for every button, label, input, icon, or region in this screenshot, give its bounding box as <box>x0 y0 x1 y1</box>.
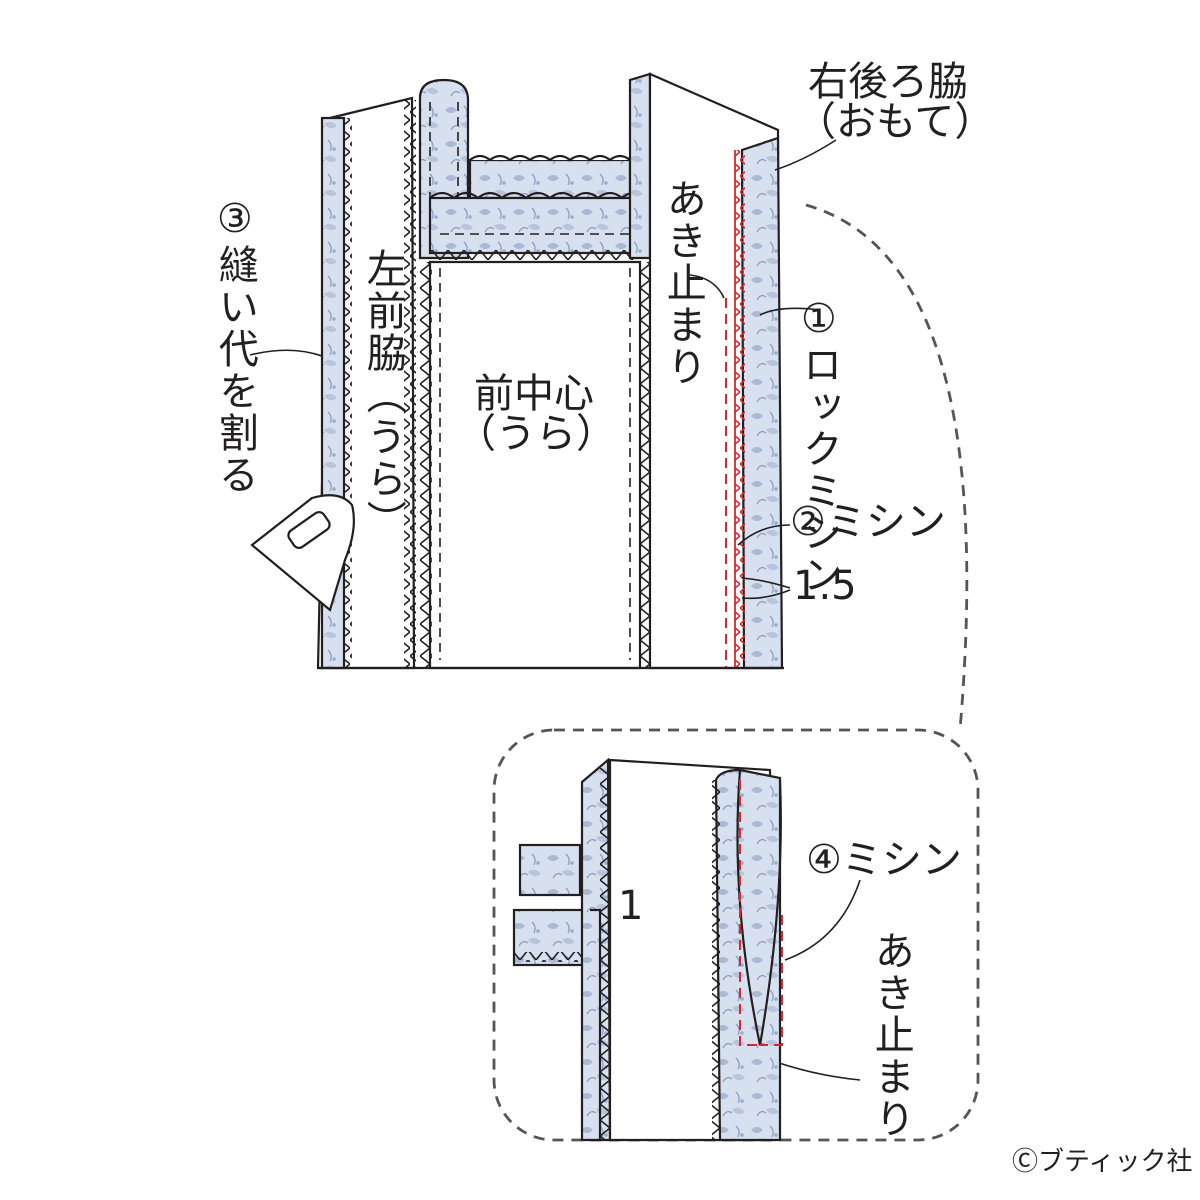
detail-garment <box>512 757 783 1142</box>
detail-inset-frame <box>492 728 980 1142</box>
center-front-panel <box>428 260 642 670</box>
right-back-side-label: 右後ろ脇 <box>808 59 968 105</box>
center-front-wrong-label: （うら） <box>456 411 616 457</box>
step4-label: ④ミシン <box>806 837 962 883</box>
callout-curve <box>805 203 969 731</box>
right-strap <box>628 72 652 260</box>
opening-stop-bottom-label: あき止まり <box>867 930 914 1140</box>
center-front-label: 前中心 <box>474 371 594 417</box>
opening-stop-top-label: あき止まり <box>659 178 706 388</box>
step3-label: ③縫い代を割る <box>211 196 258 496</box>
step1-label: ①ロックミシン <box>795 296 842 596</box>
gathered-band-lower <box>428 196 642 255</box>
measure-1-label: 1 <box>618 883 644 929</box>
iron-icon <box>250 494 355 612</box>
copyright-credit: Ⓒブティック社 <box>1012 1147 1193 1177</box>
right-back-side-face-label: （おもて） <box>796 99 995 145</box>
step2-label: ②ミシン <box>790 499 946 545</box>
measure-1-5-label: 1.5 <box>793 563 857 609</box>
left-front-side-label: 左前脇（うら） <box>359 248 406 542</box>
gathered-band-upper <box>468 158 632 200</box>
